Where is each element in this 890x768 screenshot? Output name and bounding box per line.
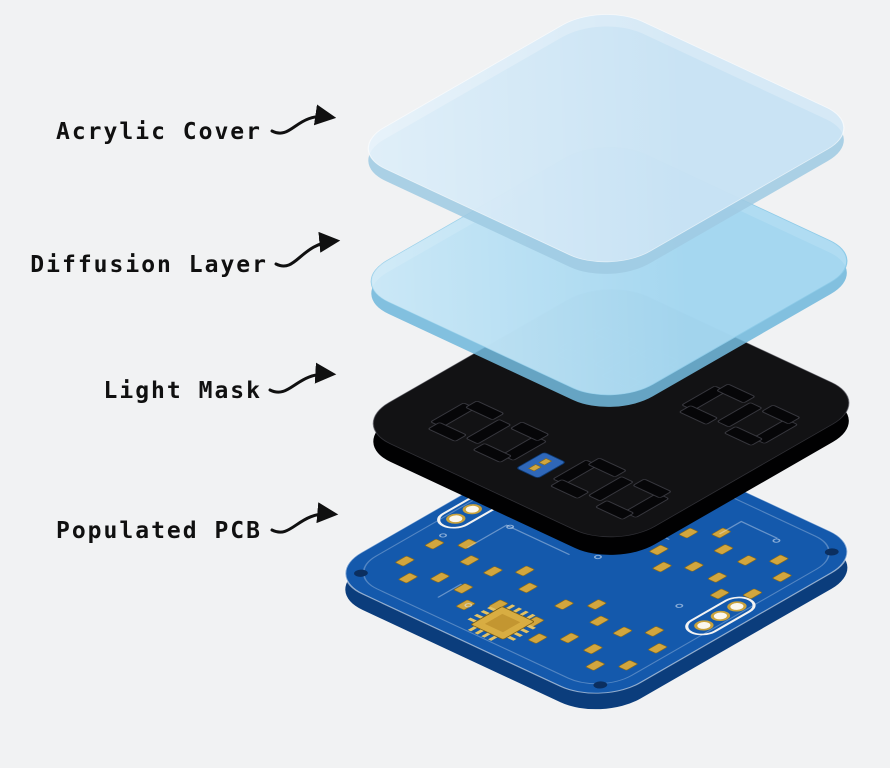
layer-acrylic-cover: [367, 14, 845, 274]
cutout-showing-pcb: [517, 452, 565, 478]
mask-window-cutout: [517, 452, 565, 478]
chip-pins-right: [506, 604, 538, 620]
cutout-pad: [527, 464, 542, 472]
chip-core: [484, 613, 521, 633]
chip-pins-top: [467, 605, 499, 623]
label-acrylic-cover: Acrylic Cover: [56, 119, 262, 145]
ic-chip: [467, 604, 538, 642]
arrow-diffusion-layer: [274, 231, 341, 268]
chip-pins-bottom: [507, 623, 538, 641]
label-populated-pcb: Populated PCB: [56, 518, 262, 544]
arrow-populated-pcb: [270, 502, 339, 534]
acrylic-top-face: [367, 14, 845, 263]
arrow-light-mask: [268, 362, 337, 394]
label-light-mask: Light Mask: [104, 378, 262, 404]
acrylic-sheen: [368, 14, 844, 262]
callouts: Acrylic Cover Diffusion Layer Light Mask…: [30, 104, 341, 544]
chip-pins-left: [467, 626, 500, 642]
mounting-hole: [824, 548, 839, 556]
arrow-acrylic-cover: [270, 104, 337, 135]
mounting-hole: [593, 681, 608, 689]
mounting-hole: [354, 569, 368, 577]
cutout-pad: [538, 458, 553, 466]
label-diffusion-layer: Diffusion Layer: [30, 252, 268, 278]
